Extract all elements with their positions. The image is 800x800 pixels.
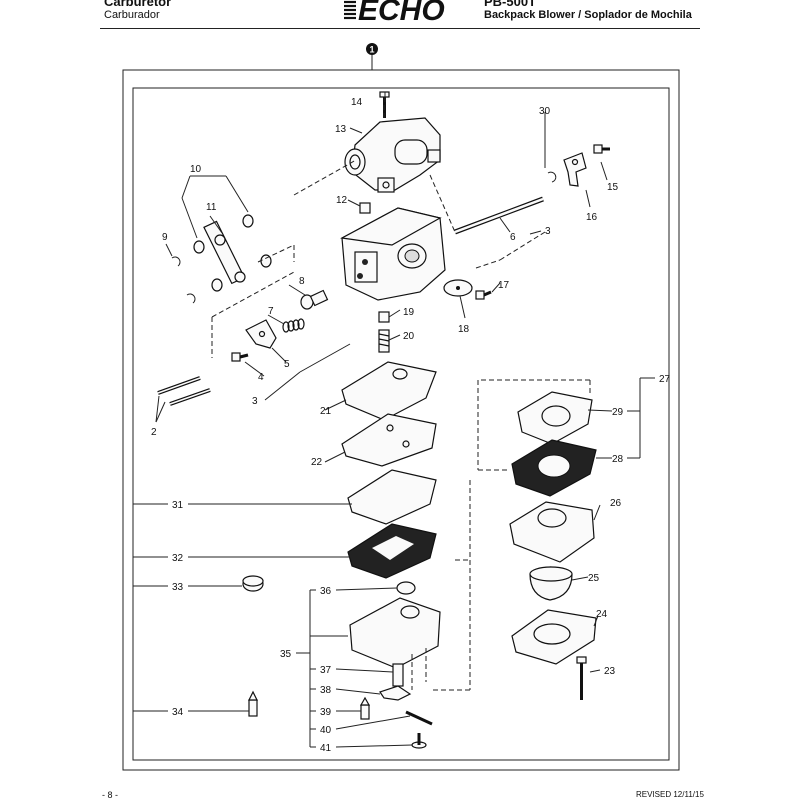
part-spring-20 [378, 329, 390, 353]
part-screw-17 [475, 290, 492, 300]
outer-frame [122, 69, 680, 771]
part-washer-10c [193, 240, 205, 254]
callout-21: 21 [320, 406, 332, 417]
header-rule [100, 28, 700, 29]
part-housing-13 [344, 117, 441, 193]
callout-26: 26 [610, 498, 622, 509]
callout-27: 27 [659, 374, 671, 385]
part-gasket-21 [341, 361, 437, 421]
callout-20: 20 [403, 331, 415, 342]
part-throttle-shaft-6 [454, 196, 544, 235]
leader-lines [133, 92, 655, 748]
callout-39: 39 [320, 707, 332, 718]
part-screw-15 [593, 144, 610, 154]
callout-36: 36 [320, 586, 332, 597]
part-carburetor-body [340, 207, 446, 301]
callout-38: 38 [320, 685, 332, 696]
part-clip-9b [186, 293, 196, 304]
callout-37: 37 [320, 665, 332, 676]
part-pump-cover-26 [509, 501, 595, 563]
callout-29: 29 [612, 407, 624, 418]
page-number: - 8 - [102, 790, 119, 800]
part-needles-2 [157, 376, 211, 406]
callout-6: 6 [510, 232, 516, 243]
callout-2: 2 [151, 427, 157, 438]
callout-16: 16 [586, 212, 598, 223]
callout-13: 13 [335, 124, 347, 135]
callout-25: 25 [588, 573, 600, 584]
revision-date: REVISED 12/11/15 [636, 790, 704, 799]
part-needle-34 [248, 690, 258, 717]
callout-8: 8 [299, 276, 305, 287]
brand-wordmark: ECHO [358, 0, 445, 24]
model-number: PB-500T [484, 0, 537, 9]
part-lever-16 [563, 152, 587, 187]
callout-35: 35 [280, 649, 292, 660]
callout-34: 34 [172, 707, 184, 718]
part-screw-23 [576, 656, 587, 700]
part-gasket-31 [347, 469, 437, 525]
callout-5: 5 [284, 359, 290, 370]
assembly-lines [211, 105, 591, 691]
callout-28: 28 [612, 454, 624, 465]
callout-9: 9 [162, 232, 168, 243]
part-plug-19 [378, 311, 390, 323]
callout-7: 7 [268, 306, 274, 317]
callout-40: 40 [320, 725, 332, 736]
callout-10: 10 [190, 164, 202, 175]
part-screw-4 [231, 352, 249, 362]
callout-15: 15 [607, 182, 619, 193]
header-right: PB-500T Backpack Blower / Soplador de Mo… [484, 0, 692, 22]
callout-32: 32 [172, 553, 184, 564]
callout-31: 31 [172, 500, 184, 511]
inner-frame [132, 87, 670, 761]
part-screw-41 [411, 733, 427, 749]
callout-41: 41 [320, 743, 332, 754]
assembly-marker [366, 43, 378, 55]
callout-22: 22 [311, 457, 323, 468]
part-screw-8 [300, 289, 329, 310]
part-cap-36 [396, 581, 416, 595]
callout-12: 12 [336, 195, 348, 206]
header-left: Carburetor Carburador [104, 0, 171, 22]
callout-labels: 14 13 12 30 15 16 6 3 17 18 19 20 21 22 … [151, 97, 671, 754]
part-plate-22 [341, 413, 437, 467]
part-washer-10d [211, 278, 223, 292]
callout-3a: 3 [252, 396, 258, 407]
model-description: Backpack Blower / Soplador de Mochila [484, 9, 692, 21]
part-lever-38 [379, 685, 412, 701]
part-plug-12 [359, 202, 371, 214]
callout-14: 14 [351, 97, 363, 108]
assembly-marker-label: 1 [369, 45, 374, 55]
callout-17: 17 [498, 280, 510, 291]
part-clip-30 [547, 171, 557, 183]
part-needle-39 [359, 696, 371, 720]
part-spring-37 [392, 663, 404, 687]
page-title: Carburetor [104, 0, 172, 9]
callout-33: 33 [172, 582, 184, 593]
part-clip-9a [171, 256, 181, 267]
callout-11: 11 [206, 202, 217, 213]
part-washer-10a [242, 214, 254, 228]
part-link-11 [203, 220, 246, 285]
callout-19: 19 [403, 307, 415, 318]
callout-4: 4 [258, 372, 264, 383]
callout-24: 24 [596, 609, 608, 620]
echo-logo: ECHO [344, 0, 445, 24]
callout-23: 23 [604, 666, 616, 677]
callout-18: 18 [458, 324, 470, 335]
part-pin-40 [405, 710, 433, 726]
part-spring-7 [282, 318, 305, 333]
page-subtitle: Carburador [104, 9, 160, 21]
callout-30: 30 [539, 106, 551, 117]
callout-3b: 3 [545, 226, 551, 237]
